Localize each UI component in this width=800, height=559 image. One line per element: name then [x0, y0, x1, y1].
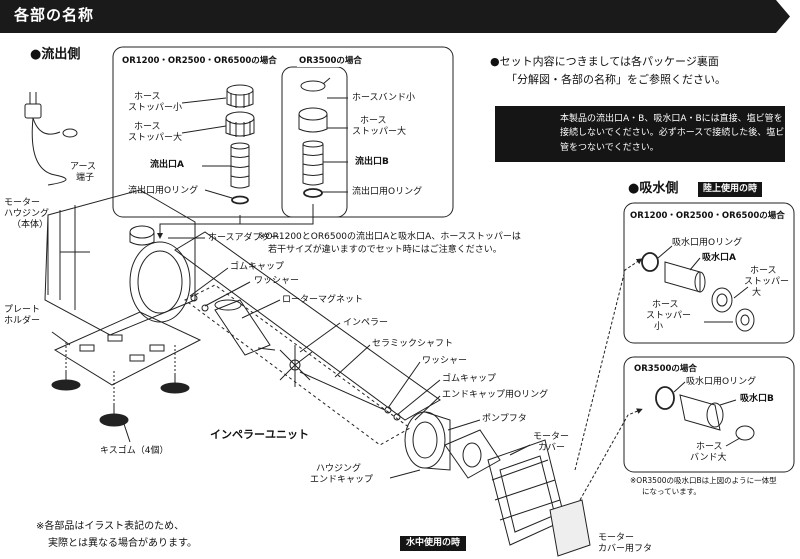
- label-intake-stopper-2: ストッパー: [646, 311, 692, 321]
- title-bar: [0, 0, 800, 33]
- size-note-line1: ※OR1200とOR6500の流出口Aと吸水口A、ホースストッパーは: [258, 232, 521, 242]
- warning-text: 本製品の流出口A・B、吸水口A・Bには直接、塩ビ管を接続しないでください。必ずホ…: [560, 114, 785, 153]
- hose-band-small-icon: [300, 77, 331, 92]
- package-note-line2: 「分解図・各部の名称」をご参照ください。: [506, 73, 726, 86]
- hose-stopper-large-b-icon: [298, 107, 328, 133]
- intake-b-icon: [679, 394, 724, 431]
- intake-b-oring-icon: [655, 386, 675, 410]
- motor-cover-lid-icon: [549, 499, 591, 557]
- size-note-line2: 若干サイズが違いますのでセット時にはご注意ください。: [268, 245, 502, 255]
- label-motor-cover-2: カバー: [538, 443, 566, 453]
- label-outlet-b-oring: 流出口用Oリング: [352, 187, 423, 197]
- intake-note-line1: ※OR3500の吸水口Bは上図のように一体型: [630, 476, 777, 485]
- label-stopper-large: ストッパー大: [128, 133, 183, 143]
- intake-oring-icon: [641, 252, 659, 272]
- label-plate-holder-1: プレート: [4, 305, 41, 315]
- kiss-rubber-icon: [51, 372, 190, 427]
- label-intake-b: 吸水口B: [740, 394, 774, 404]
- label-hose-band-large: バンド大: [690, 453, 727, 463]
- rotor-magnet-icon: [214, 299, 276, 356]
- outlet-a-icon: [230, 142, 250, 189]
- label-housing-endcap-2: エンドキャップ: [310, 475, 374, 485]
- label-outlet-b: 流出口B: [355, 157, 389, 167]
- intake-note-line2: になっています。: [642, 487, 701, 496]
- ceramic-shaft-icon: [299, 371, 386, 411]
- outlet-panel-right-title: OR3500の場合: [297, 56, 364, 67]
- label-intake-b-hose: ホース: [696, 442, 723, 452]
- motor-housing-icon: [44, 189, 196, 336]
- label-hose-3: ホース: [360, 116, 387, 126]
- oring-icon: [231, 195, 249, 205]
- plate-holder-icon: [53, 311, 202, 386]
- warning-box: [495, 106, 785, 162]
- label-rotor-magnet: ローターマグネット: [282, 295, 364, 305]
- impeller-icon: [279, 345, 313, 387]
- label-intake-a: 吸水口A: [702, 253, 736, 263]
- housing-endcap-icon: [404, 411, 451, 471]
- label-plate-holder-2: ホルダー: [4, 316, 41, 326]
- land-use-badge: 陸上使用の時: [698, 182, 763, 198]
- label-outlet-oring: 流出口用Oリング: [128, 186, 199, 196]
- label-earth-1: アース: [70, 162, 97, 172]
- outlet-heading: ●流出側: [30, 47, 81, 62]
- label-stopper-large-b: ストッパー大: [352, 127, 407, 137]
- label-hose-1: ホース: [134, 92, 161, 102]
- intake-stopper-small-icon: [735, 308, 755, 332]
- label-rubber-cap-2: ゴムキャップ: [442, 374, 497, 384]
- power-plug-icon: [24, 92, 78, 186]
- outlet-panel: [112, 46, 454, 218]
- label-pump-cover: ポンプフタ: [482, 414, 527, 424]
- bottom-note-line2: 実際とは異なる場合があります。: [48, 538, 197, 549]
- intake-panel-a-title: OR1200・OR2500・OR6500の場合: [630, 211, 785, 221]
- label-washer: ワッシャー: [254, 276, 300, 286]
- hose-stopper-large-icon: [225, 111, 255, 137]
- label-hose-2: ホース: [134, 122, 161, 132]
- label-intake-hose-1: ホース: [750, 266, 777, 276]
- label-motor-housing-2: ハウジング: [4, 209, 50, 219]
- intake-panel-a: [623, 202, 795, 344]
- label-washer-2: ワッシャー: [422, 356, 468, 366]
- label-motor-cover-1: モーター: [533, 432, 570, 442]
- label-intake-stopper-1: ストッパー: [744, 277, 790, 287]
- page-title: 各部の名称: [14, 6, 95, 24]
- label-intake-small: 小: [654, 322, 664, 332]
- label-outlet-a: 流出口A: [150, 160, 184, 170]
- label-motor-housing-1: モーター: [4, 198, 41, 208]
- label-motor-cover-lid-1: モーター: [598, 533, 635, 543]
- label-intake-oring: 吸水口用Oリング: [672, 238, 743, 248]
- label-rubber-cap: ゴムキャップ: [230, 262, 285, 272]
- intake-heading: ●吸水側: [628, 181, 679, 196]
- oring-b-icon: [303, 188, 323, 198]
- label-ceramic-shaft: セラミックシャフト: [372, 339, 454, 349]
- intake-panel-b: [623, 356, 795, 473]
- label-intake-large: 大: [752, 288, 762, 298]
- label-motor-housing-3: （本体）: [12, 220, 49, 230]
- label-impeller: インペラー: [343, 318, 389, 328]
- water-use-badge: 水中使用の時: [400, 536, 467, 552]
- label-hose-band-small: ホースバンド小: [352, 93, 416, 103]
- label-earth-2: 端子: [76, 173, 95, 183]
- label-endcap-oring: エンドキャップ用Oリング: [442, 390, 549, 400]
- intake-panel-b-title: OR3500の場合: [634, 364, 697, 374]
- label-kiss-rubber: キスゴム（4個）: [100, 446, 169, 456]
- label-stopper-small: ストッパー小: [128, 103, 183, 113]
- hose-stopper-small-icon: [226, 84, 254, 108]
- label-intake-b-oring: 吸水口用Oリング: [686, 377, 757, 387]
- pump-cover-icon: [444, 429, 501, 479]
- outlet-b-icon: [302, 140, 324, 186]
- hose-band-large-icon: [735, 425, 755, 441]
- bottom-note-line1: ※各部品はイラスト表記のため、: [36, 521, 185, 532]
- label-hose-adapter: ホースアダプター: [208, 233, 280, 243]
- label-housing-endcap-1: ハウジング: [316, 464, 362, 474]
- package-note-line1: ●セット内容につきましては各パッケージ裏面: [490, 55, 719, 68]
- label-motor-cover-lid-2: カバー用フタ: [598, 544, 653, 554]
- outlet-panel-or3500: [281, 66, 348, 218]
- outlet-panel-left-title: OR1200・OR2500・OR6500の場合: [122, 56, 277, 66]
- intake-a-icon: [664, 261, 706, 293]
- intake-stopper-large-icon: [711, 287, 733, 313]
- label-impeller-unit: インペラーユニット: [210, 428, 309, 441]
- label-intake-hose-2: ホース: [652, 300, 679, 310]
- impeller-unit-frame: [174, 231, 441, 421]
